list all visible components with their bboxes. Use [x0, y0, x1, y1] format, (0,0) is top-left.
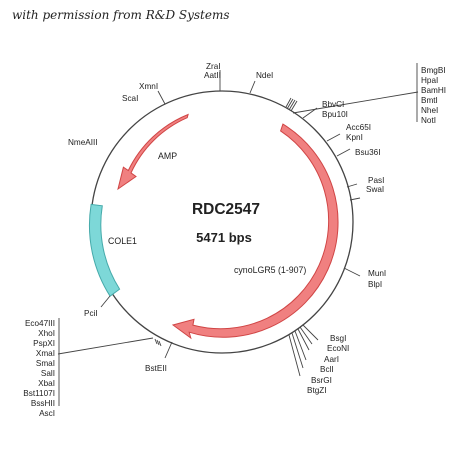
site-label-pcii: PciI [84, 309, 98, 318]
site-label-smai: SmaI [36, 359, 55, 368]
site-group-left: Eco47IIIXhoIPspXIXmaISmaISalIXbaIBst1107… [23, 319, 55, 418]
permission-credit: with permission from R&D Systems [12, 8, 230, 22]
site-label-bcli: BclI [320, 365, 334, 374]
site-label-nmeaiii: NmeAIII [68, 138, 98, 147]
plasmid-name: RDC2547 [192, 201, 260, 218]
feature-label-insert: cynoLGR5 (1-907) [234, 265, 306, 275]
site-label-zrai: ZraI [206, 62, 221, 71]
site-label-swai: SwaI [366, 185, 384, 194]
site-label-aari: AarI [324, 355, 339, 364]
site-label-hpai: HpaI [421, 76, 438, 85]
site-label-kpni: KpnI [346, 133, 363, 142]
site-label-eco47iii: Eco47III [25, 319, 55, 328]
site-label-bsu36i: Bsu36I [355, 148, 381, 157]
site-label-pspxi: PspXI [33, 339, 55, 348]
site-label-bbvci: BbvCI [322, 100, 344, 109]
site-label-acc65i: Acc65I [346, 123, 371, 132]
site-label-econi: EcoNI [327, 344, 349, 353]
site-label-asci: AscI [39, 409, 55, 418]
site-label-xhoi: XhoI [38, 329, 55, 338]
site-ticks [57, 63, 419, 406]
site-label-bsrgi: BsrGI [311, 376, 332, 385]
site-label-btgzi: BtgZI [307, 386, 327, 395]
site-label-aatii: AatII [204, 71, 221, 80]
site-label-muni: MunI [368, 269, 386, 278]
amp-arrow [117, 113, 189, 191]
cole1-origin [88, 203, 121, 297]
site-label-bst1107i: Bst1107I [23, 389, 55, 398]
plasmid-size: 5471 bps [196, 230, 252, 245]
site-label-xmni: XmnI [139, 82, 158, 91]
site-label-blpi: BlpI [368, 280, 382, 289]
site-label-noti: NotI [421, 116, 436, 125]
insert-arrow [171, 123, 339, 340]
feature-label-cole1: COLE1 [108, 236, 137, 246]
site-label-ndei: NdeI [256, 71, 273, 80]
site-label-scai: ScaI [122, 94, 138, 103]
site-label-pasi: PasI [368, 176, 384, 185]
site-label-bsgi: BsgI [330, 334, 346, 343]
site-label-bsteii: BstEII [145, 364, 167, 373]
site-label-bsshii: BssHII [31, 399, 55, 408]
site-label-bamhi: BamHI [421, 86, 446, 95]
site-label-sali: SalI [41, 369, 55, 378]
site-label-xmai: XmaI [36, 349, 55, 358]
site-label-xbai: XbaI [38, 379, 55, 388]
site-label-bpu10i: Bpu10I [322, 110, 348, 119]
plasmid-backbone [90, 90, 354, 354]
feature-label-amp: AMP [158, 151, 177, 161]
site-label-nhei: NheI [421, 106, 438, 115]
site-label-bmgbi: BmgBI [421, 66, 446, 75]
site-label-bmti: BmtI [421, 96, 438, 105]
